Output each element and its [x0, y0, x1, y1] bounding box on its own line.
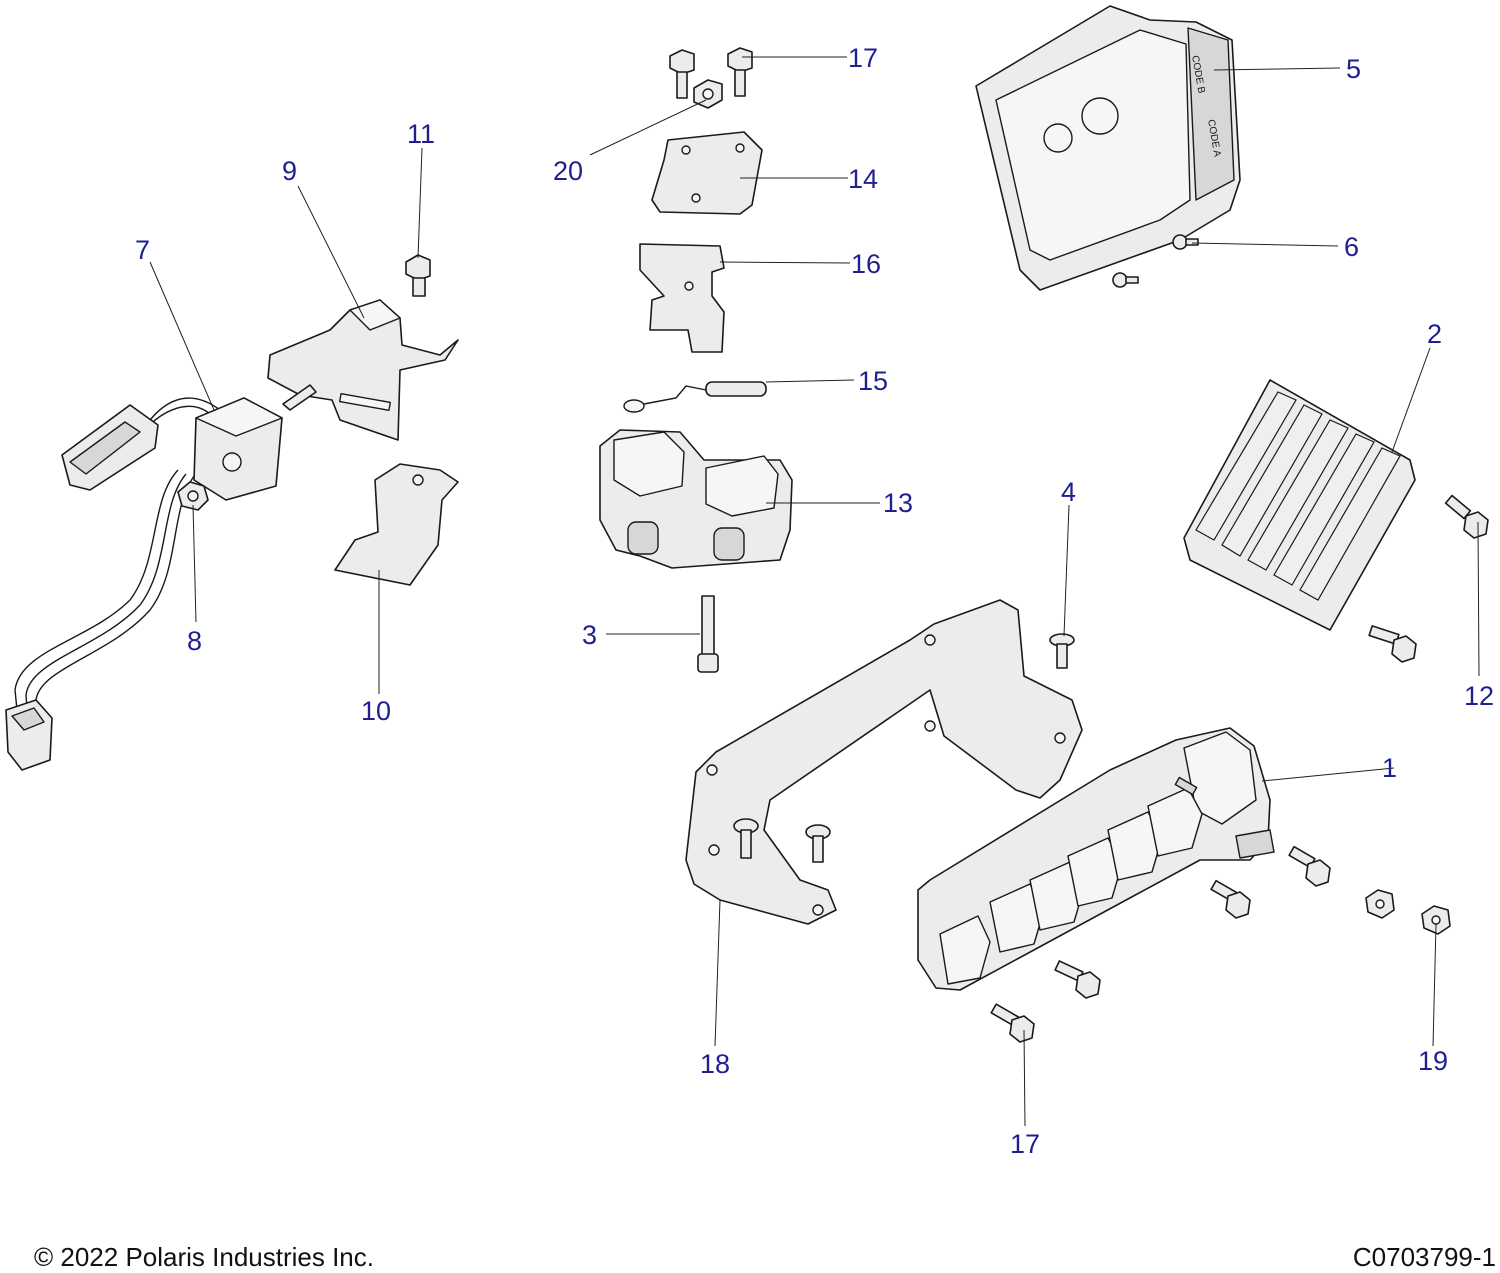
callout-16: 16 [851, 249, 881, 279]
callout-2: 2 [1427, 319, 1442, 349]
callout-9: 9 [282, 156, 297, 186]
part-3-long-bolt [697, 595, 719, 673]
part-11-bolt [405, 254, 431, 297]
callout-4: 4 [1061, 477, 1076, 507]
callout-10: 10 [361, 696, 391, 726]
part-13-ignition-coil [599, 429, 793, 569]
callout-19: 19 [1418, 1046, 1448, 1076]
part-18-mounting-plate [685, 599, 1083, 925]
callout-18: 18 [700, 1049, 730, 1079]
part-19-nuts [1365, 889, 1451, 935]
callout-6: 6 [1344, 232, 1359, 262]
part-2-regulator [1183, 379, 1416, 631]
part-9-bracket [267, 299, 459, 441]
part-7-sensor-harness [5, 397, 283, 771]
part-5-ecu: CODE B CODE A [975, 5, 1241, 291]
part-15-resistor-lead [623, 381, 767, 413]
callout-14: 14 [848, 164, 878, 194]
part-6-screws [1112, 234, 1199, 288]
part-17-bolts-top [669, 47, 753, 99]
copyright-notice: © 2022 Polaris Industries Inc. [34, 1242, 374, 1272]
part-14-plate [651, 131, 763, 215]
callout-8: 8 [187, 626, 202, 656]
part-12-bolts [1368, 494, 1489, 663]
callout-1: 1 [1382, 753, 1397, 783]
callout-17-top: 17 [848, 43, 878, 73]
part-1-fuse-block [917, 727, 1275, 991]
callout-5: 5 [1346, 54, 1361, 84]
callout-15: 15 [858, 366, 888, 396]
drawing-number: C0703799-1 [1352, 1242, 1496, 1272]
leader-lines [149, 56, 1480, 1127]
callout-numbers: 1 2 3 4 5 6 7 8 9 10 11 12 13 14 15 16 1… [135, 43, 1494, 1159]
callout-7: 7 [135, 235, 150, 265]
part-8-nut [177, 481, 209, 511]
part-16-bracket [639, 243, 725, 353]
callout-12: 12 [1464, 681, 1494, 711]
part-20-nut [693, 79, 723, 109]
callout-11: 11 [407, 119, 435, 149]
callout-3: 3 [582, 620, 597, 650]
part-17-bolts-lower [990, 845, 1331, 1043]
callout-17-bottom: 17 [1010, 1129, 1040, 1159]
part-10-bracket [334, 463, 459, 586]
callout-20: 20 [553, 156, 583, 186]
callout-13: 13 [883, 488, 913, 518]
